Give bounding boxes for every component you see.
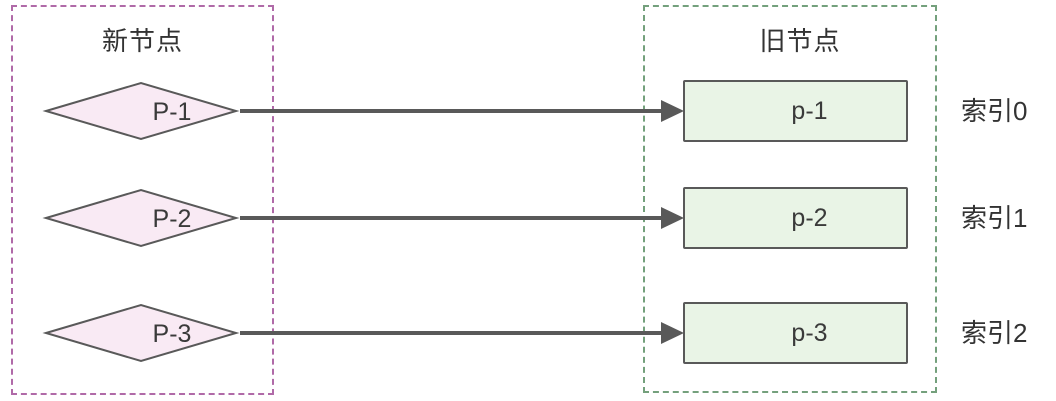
mapping-arrow <box>240 207 684 229</box>
old-nodes-group-title: 旧节点 <box>759 26 841 56</box>
old-node-label: p-2 <box>791 203 828 232</box>
new-node-diamond: P-2 <box>42 188 240 248</box>
diamond-shape <box>42 303 240 363</box>
new-node-label: P-3 <box>153 320 192 348</box>
new-node-label: P-2 <box>153 205 192 233</box>
new-node-label: P-1 <box>153 98 192 126</box>
arrow-head <box>661 100 684 122</box>
arrow-head <box>661 207 684 229</box>
new-node-diamond: P-1 <box>42 81 240 141</box>
diamond-shape <box>42 188 240 248</box>
new-nodes-group-title: 新节点 <box>101 26 183 56</box>
mapping-arrow <box>240 322 684 344</box>
mapping-arrow <box>240 100 684 122</box>
new-node-diamond: P-3 <box>42 303 240 363</box>
index-label: 索引0 <box>961 96 1028 126</box>
new-nodes-group-box <box>11 5 274 395</box>
index-label: 索引2 <box>961 318 1028 348</box>
index-label: 索引1 <box>961 203 1028 233</box>
old-node-label: p-1 <box>791 96 828 125</box>
diamond-shape <box>42 81 240 141</box>
old-node-rect: p-3 <box>683 302 908 364</box>
old-node-rect: p-1 <box>683 80 908 142</box>
arrow-head <box>661 322 684 344</box>
old-node-label: p-3 <box>791 318 828 347</box>
old-node-rect: p-2 <box>683 187 908 249</box>
old-nodes-group-box <box>643 5 937 393</box>
